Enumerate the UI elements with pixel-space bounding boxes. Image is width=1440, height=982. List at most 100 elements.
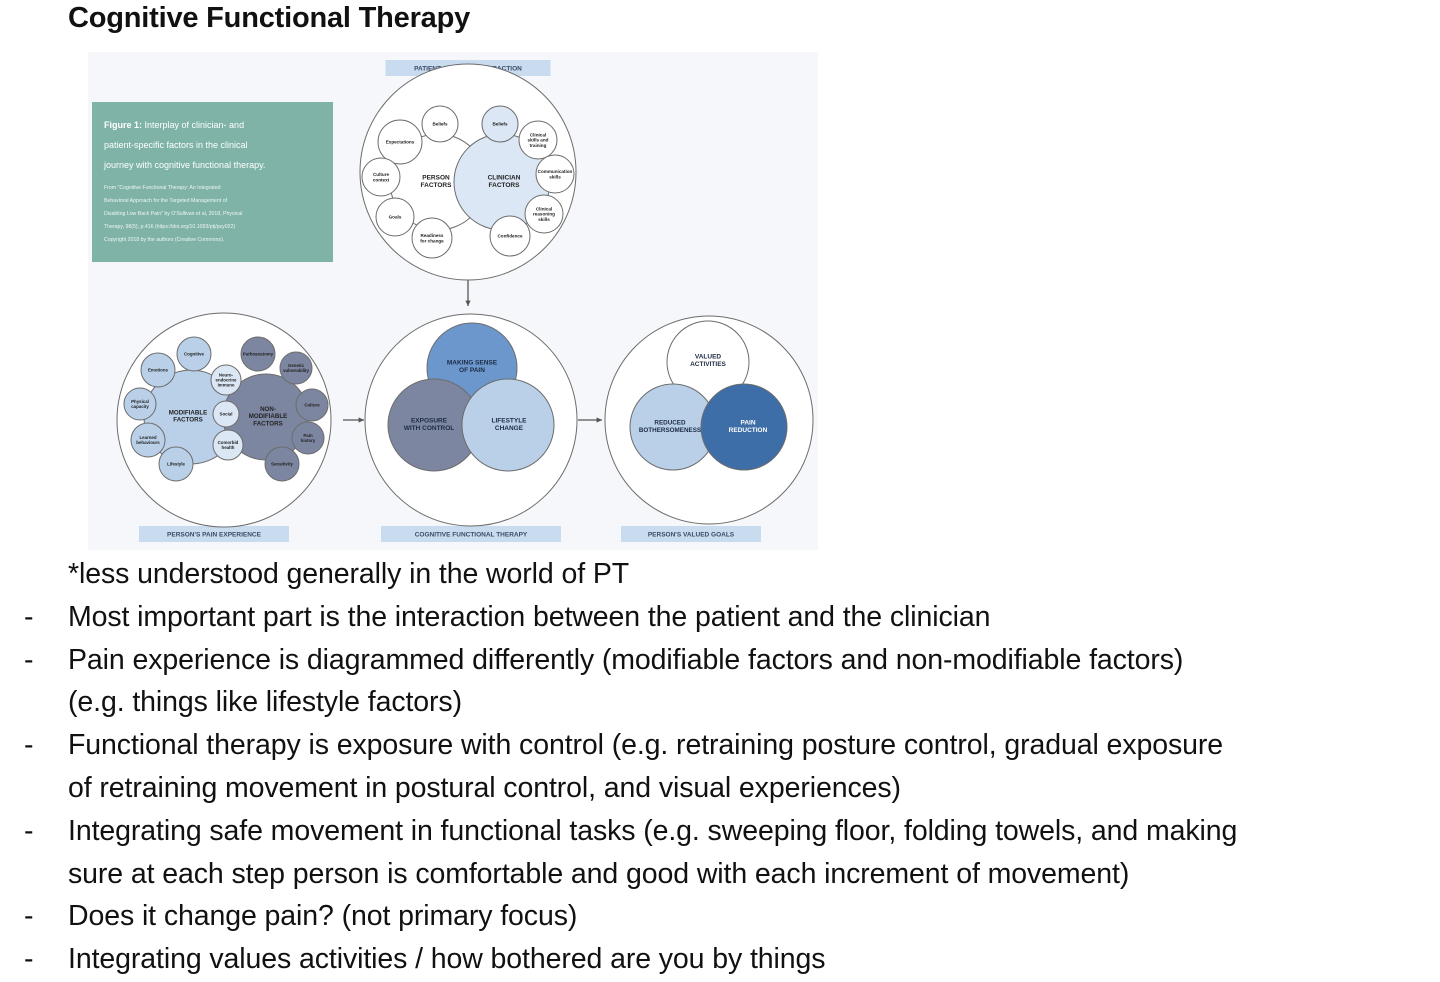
bullet-dash: -: [24, 943, 34, 975]
pain-factor-label-line: Pain: [303, 433, 313, 438]
label-cognitive-functional-therapy: COGNITIVE FUNCTIONAL THERAPY: [415, 531, 528, 538]
pain-factor-label-line: Genetic: [288, 363, 305, 368]
clinician-factors-label-line: CLINICIAN: [488, 175, 521, 182]
label-cognitive-functional-therapy-line: COGNITIVE FUNCTIONAL THERAPY: [415, 531, 528, 538]
cft-figure: Figure 1: Interplay of clinician- and pat…: [88, 52, 818, 550]
pain-factor-label-line: capacity: [131, 404, 149, 409]
pain-factor-label-line: Physical: [131, 399, 149, 404]
pain-factor-label-line: Learned: [139, 435, 156, 440]
label-valued-goals-bg: [621, 526, 761, 542]
top-factor-circle: [375, 197, 415, 237]
label-pain-experience-bg: [139, 526, 289, 542]
reduced-bothersomeness-label-line: REDUCED: [654, 420, 686, 427]
caption-source-line: Therapy, 98(5), p.416 (https://doi.org/1…: [104, 224, 235, 230]
label-pain-experience-line: PERSON'S PAIN EXPERIENCE: [167, 531, 262, 538]
top-factor-label-line: Goals: [389, 215, 402, 220]
top-factor-circle: [481, 105, 519, 143]
non-modifiable-factors-label-line: FACTORS: [253, 420, 282, 427]
pain-factor-label-line: behaviours: [136, 440, 160, 445]
pain-factor-circle: [291, 421, 325, 455]
pain-factor-label-line: Social: [220, 412, 233, 417]
bullet-dash: -: [24, 644, 34, 676]
top-factor-circle: [411, 217, 453, 259]
bullet-dash: -: [24, 729, 34, 761]
top-factor-label-line: Expectations: [386, 140, 415, 145]
bullet-dash: -: [24, 601, 34, 633]
pain-factor-circle: [176, 336, 212, 372]
pain-factor-label: Cognitive: [184, 352, 205, 357]
lifestyle-change-label-line: LIFESTYLE: [491, 418, 527, 425]
note-text: Integrating values activities / how both…: [68, 943, 826, 975]
top-factor-label-line: Clinical: [530, 132, 546, 137]
caption-text-line: patient-specific factors in the clinical: [104, 140, 248, 150]
pain-factor-label-line: Culture: [304, 403, 320, 408]
top-factor-label-line: Clinical: [536, 206, 552, 211]
making-sense-label-line: OF PAIN: [459, 367, 485, 374]
top-factor-label: Confidence: [497, 234, 522, 239]
top-factor-label-line: skills: [549, 174, 561, 179]
pain-factor-circle: [240, 336, 276, 372]
note-line: (e.g. things like lifestyle factors): [68, 684, 462, 720]
top-factor-label-line: training: [530, 143, 547, 148]
top-factor-label-line: Beliefs: [432, 122, 448, 127]
note-line: of retraining movement in postural contr…: [68, 770, 901, 806]
modifiable-factors-label-line: MODIFIABLE: [169, 410, 208, 417]
note-text: of retraining movement in postural contr…: [68, 772, 901, 804]
person-factors-label-line: PERSON: [422, 175, 450, 182]
pain-factor-label: Sensitivity: [271, 462, 294, 467]
pain-factor-label-line: immune: [218, 383, 235, 388]
pain-factor-label: Social: [220, 412, 233, 417]
note-line: - Functional therapy is exposure with con…: [24, 727, 1223, 763]
pain-factor-label-line: Cognitive: [184, 352, 205, 357]
pain-factor-label-line: Sensitivity: [271, 462, 294, 467]
top-factor-label-line: reasoning: [533, 212, 555, 217]
label-cognitive-functional-therapy-bg: [381, 526, 561, 542]
pain-factor-circle: [123, 387, 157, 421]
top-factor-circle: [361, 157, 401, 197]
person-factors-label-line: FACTORS: [421, 182, 453, 189]
top-factor-label-line: Confidence: [497, 234, 522, 239]
pain-factor-label: Culture: [304, 403, 320, 408]
pain-factor-circle: [279, 351, 313, 385]
caption-text-line: Figure 1: Interplay of clinician- and: [104, 120, 244, 130]
label-valued-goals-line: PERSON'S VALUED GOALS: [648, 531, 735, 538]
pain-factor-label: Lifestyle: [167, 462, 185, 467]
pain-factor-circle: [212, 400, 240, 428]
pain-factor-label-line: Emotions: [148, 368, 169, 373]
non-modifiable-factors-label-line: NON-: [260, 406, 276, 413]
note-line: -Does it change pain? (not primary focus…: [24, 898, 577, 934]
pain-factor-circle: [158, 446, 194, 482]
note-text: Most important part is the interaction b…: [68, 601, 991, 633]
top-factor-circle: [421, 105, 459, 143]
note-text: Functional therapy is exposure with cont…: [68, 729, 1223, 761]
pain-factor-circle: [210, 364, 242, 396]
cft-diagram: Figure 1: Interplay of clinician- and pat…: [88, 52, 818, 550]
top-factor-label: Goals: [389, 215, 402, 220]
pain-factor-label-line: Lifestyle: [167, 462, 185, 467]
top-factor-circle: [535, 154, 575, 194]
top-factor-circle: [489, 215, 531, 257]
valued-activities-label-line: ACTIVITIES: [690, 361, 726, 368]
notes-intro: *less understood generally in the world …: [68, 558, 630, 590]
reduced-bothersomeness-label-line: BOTHERSOMENESS: [639, 427, 701, 434]
top-factor-label-line: context: [373, 177, 390, 182]
pain-reduction-label-line: REDUCTION: [729, 427, 768, 434]
top-factor-label: Beliefs: [432, 122, 448, 127]
pain-factor-label-line: health: [222, 445, 235, 450]
arrow-left-to-middle-head: [358, 417, 364, 423]
